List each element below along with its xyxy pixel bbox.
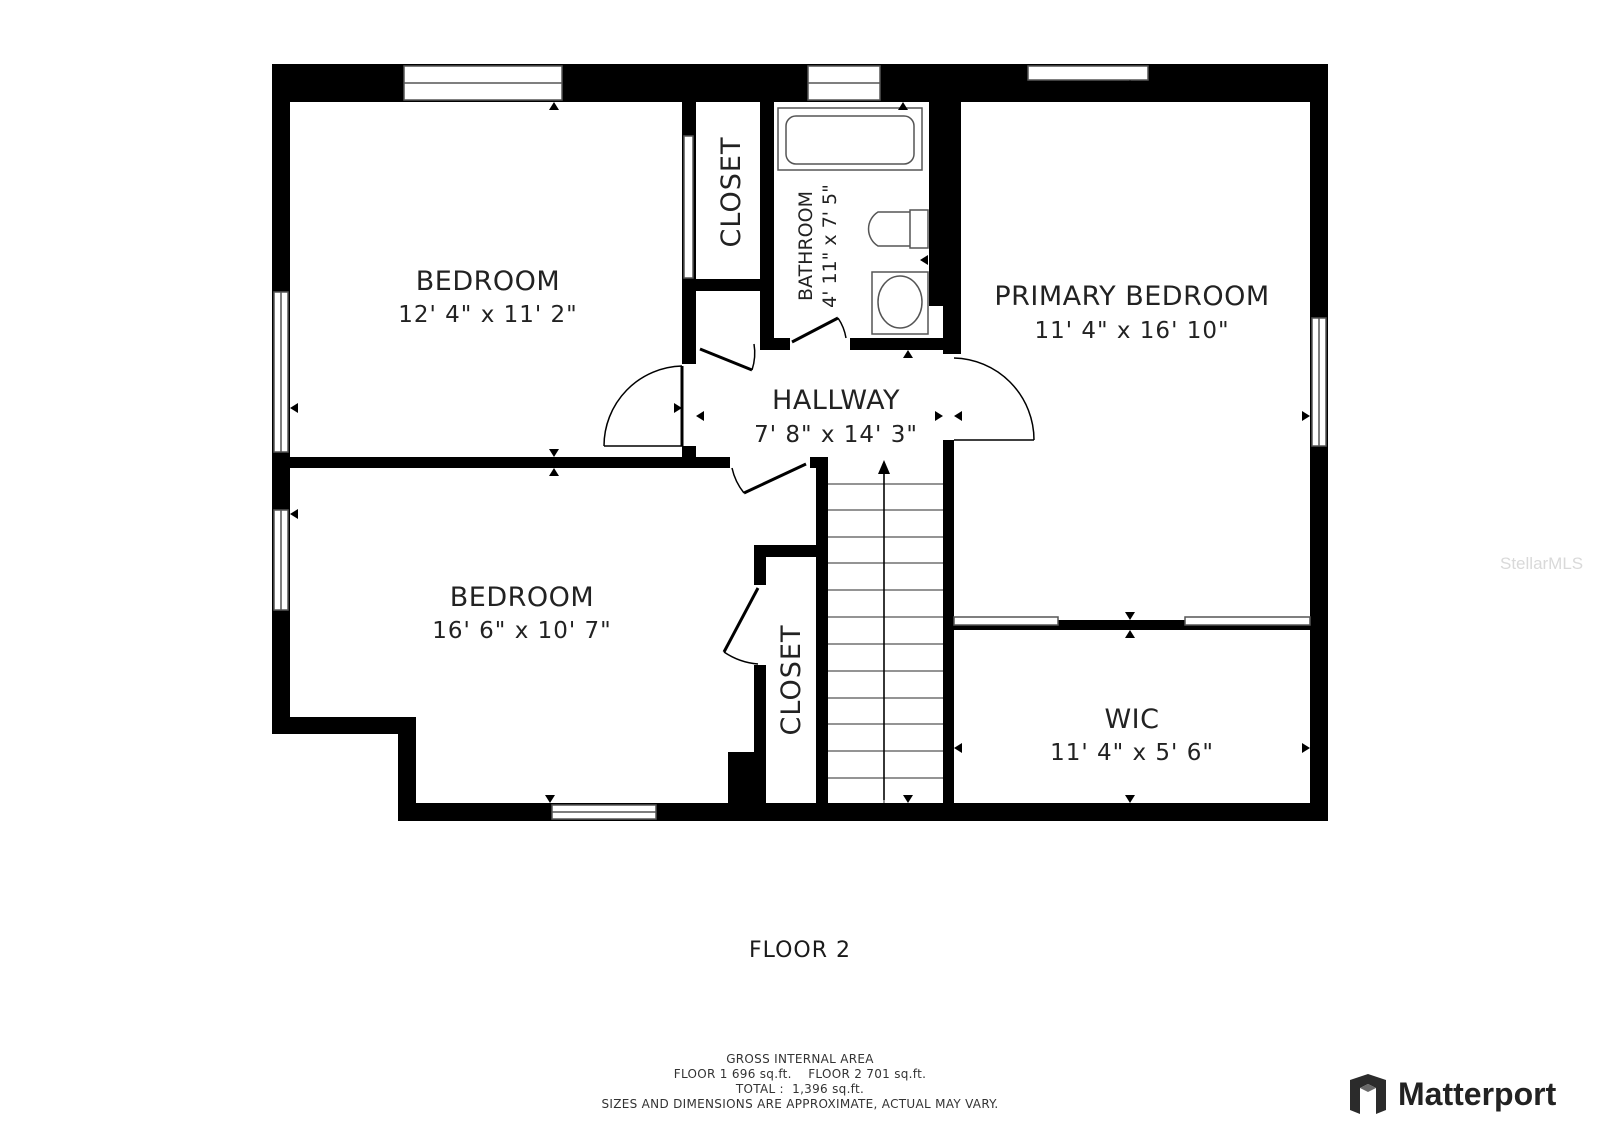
windows bbox=[273, 65, 1327, 820]
bathroom-dims: 4' 11" x 7' 5" bbox=[819, 184, 841, 308]
hallway-dims: 7' 8" x 14' 3" bbox=[754, 422, 918, 448]
bedroom2-name: BEDROOM bbox=[450, 582, 594, 613]
matterport-logo-icon bbox=[1350, 1074, 1386, 1114]
watermark-text: StellarMLS bbox=[1500, 554, 1584, 573]
bathroom-fixtures bbox=[777, 107, 929, 335]
matterport-logo: Matterport bbox=[1348, 1072, 1556, 1116]
stair-arrow-icon bbox=[878, 460, 890, 474]
gross-area-total: TOTAL : 1,396 sq.ft. bbox=[735, 1082, 865, 1096]
hallway-name: HALLWAY bbox=[772, 385, 900, 416]
closet1-label: CLOSET bbox=[716, 137, 747, 248]
sink-icon bbox=[871, 271, 929, 335]
doors bbox=[603, 316, 1035, 665]
stairs bbox=[828, 468, 943, 803]
gross-area-disclaimer: SIZES AND DIMENSIONS ARE APPROXIMATE, AC… bbox=[601, 1097, 999, 1111]
gross-area-title: GROSS INTERNAL AREA bbox=[726, 1052, 874, 1066]
door-openings bbox=[682, 337, 954, 665]
wic-name: WIC bbox=[1104, 704, 1159, 735]
primary-bedroom-name: PRIMARY BEDROOM bbox=[994, 281, 1269, 312]
matterport-logo-text: Matterport bbox=[1398, 1075, 1557, 1112]
bedroom1-name: BEDROOM bbox=[416, 266, 560, 297]
dimension-markers bbox=[290, 80, 1310, 803]
room-labels: BEDROOM 12' 4" x 11' 2" BEDROOM 16' 6" x… bbox=[398, 137, 1269, 766]
floor-label: FLOOR 2 bbox=[748, 938, 852, 963]
closet2-label: CLOSET bbox=[776, 625, 807, 736]
bedroom1-dims: 12' 4" x 11' 2" bbox=[398, 302, 577, 328]
primary-bedroom-dims: 11' 4" x 16' 10" bbox=[1034, 318, 1229, 344]
toilet-icon bbox=[909, 209, 929, 249]
bathroom-name: BATHROOM bbox=[795, 191, 817, 301]
gross-area-floors: FLOOR 1 696 sq.ft. FLOOR 2 701 sq.ft. bbox=[673, 1067, 927, 1081]
wic-dims: 11' 4" x 5' 6" bbox=[1050, 740, 1214, 766]
gross-area-block: GROSS INTERNAL AREA FLOOR 1 696 sq.ft. F… bbox=[540, 1052, 1060, 1112]
bathtub-icon bbox=[777, 107, 923, 171]
bedroom2-dims: 16' 6" x 10' 7" bbox=[432, 618, 611, 644]
